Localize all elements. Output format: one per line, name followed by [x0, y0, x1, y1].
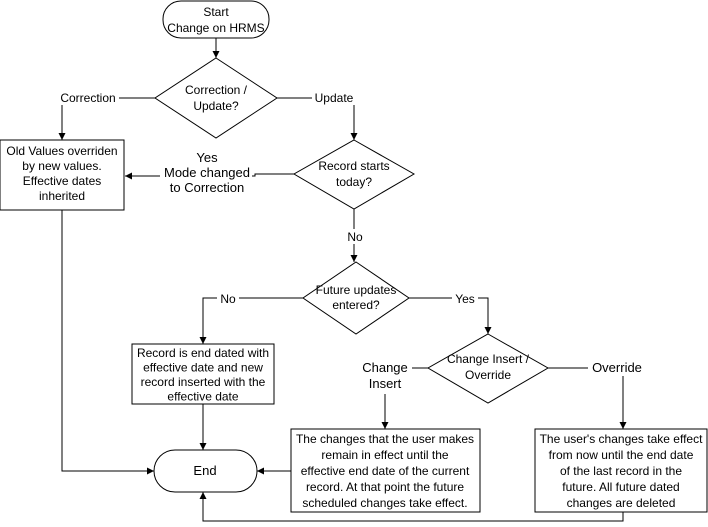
text-line: Override — [465, 368, 511, 382]
override-result-box — [534, 428, 708, 513]
insert-override-label: Change Insert / Override — [447, 352, 530, 382]
insert-result-label: The changes that the user makes remain in… — [296, 432, 474, 510]
future-updates-decision — [302, 261, 410, 335]
edge-no-future-updates — [199, 297, 303, 344]
text-line: Yes — [455, 292, 475, 306]
edge-override-result-to-end — [199, 492, 624, 522]
text-line: Change — [362, 360, 408, 375]
insert-override-decision — [426, 333, 550, 404]
text-line: changes are deleted — [567, 496, 676, 510]
old-values-box — [0, 139, 125, 211]
text-line: No — [347, 230, 363, 244]
text-line: Effective dates — [23, 174, 102, 188]
record-starts-today-decision — [292, 139, 416, 210]
text-line: Change on HRMS — [167, 21, 264, 35]
text-line: End — [193, 463, 216, 478]
text-line: Future updates — [316, 283, 397, 297]
edge-override — [548, 367, 627, 429]
connectors — [58, 38, 627, 522]
text-line: Update? — [193, 99, 239, 113]
text-line: scheduled changes take effect. — [302, 496, 467, 510]
yes-future-edge-label: Yes — [455, 292, 475, 306]
text-line: Mode changed — [164, 165, 250, 180]
shapes — [0, 0, 708, 513]
text-line: inherited — [39, 189, 85, 203]
edge-old-values-to-end — [61, 210, 154, 475]
text-line: today? — [336, 175, 372, 189]
end-label: End — [193, 463, 216, 478]
end-terminator — [153, 449, 258, 493]
text-line: by new values. — [22, 159, 101, 173]
text-line: Old Values overriden — [6, 144, 117, 158]
correction-edge-label: Correction — [60, 91, 115, 105]
insert-result-box — [290, 428, 481, 513]
edge-yes-future-updates — [409, 297, 492, 334]
record-starts-today-label: Record starts today? — [318, 159, 389, 189]
text-line: The user's changes take effect — [540, 432, 703, 446]
text-line: The changes that the user makes — [296, 432, 474, 446]
no-future-edge-label: No — [220, 292, 236, 306]
text-line: effective end date of the current — [301, 464, 470, 478]
text-line: Start — [203, 5, 229, 19]
text-line: record inserted with the — [141, 375, 266, 389]
start-terminator — [162, 0, 270, 39]
no-today-edge-label: No — [347, 230, 363, 244]
text-line: from now until the end date — [549, 448, 694, 462]
text-line: effective date and new — [143, 361, 263, 375]
end-dated-box — [131, 343, 275, 405]
text-line: Insert — [369, 376, 402, 391]
text-line: effective date — [167, 390, 238, 404]
text-line: Correction / — [185, 83, 248, 97]
text-line: Correction — [60, 91, 115, 105]
text-line: entered? — [332, 298, 380, 312]
override-result-label: The user's changes take effect from now u… — [540, 432, 703, 510]
text-line: Update — [315, 91, 354, 105]
text-line: record. At that point the future — [306, 480, 464, 494]
text-line: Record starts — [318, 159, 389, 173]
text-line: Record is end dated with — [137, 346, 269, 360]
text-line: remain in effect until the — [321, 448, 449, 462]
text-line: No — [220, 292, 236, 306]
text-line: Override — [592, 360, 642, 375]
text-line: Yes — [196, 150, 218, 165]
text-line: Change Insert / — [447, 352, 530, 366]
text-line: of the last record in the — [560, 464, 682, 478]
override-edge-label: Override — [592, 360, 642, 375]
text-line: to Correction — [170, 180, 244, 195]
text-line: future. All future dated — [562, 480, 679, 494]
update-edge-label: Update — [315, 91, 354, 105]
correction-update-decision — [154, 57, 278, 139]
correction-update-label: Correction / Update? — [185, 83, 248, 113]
